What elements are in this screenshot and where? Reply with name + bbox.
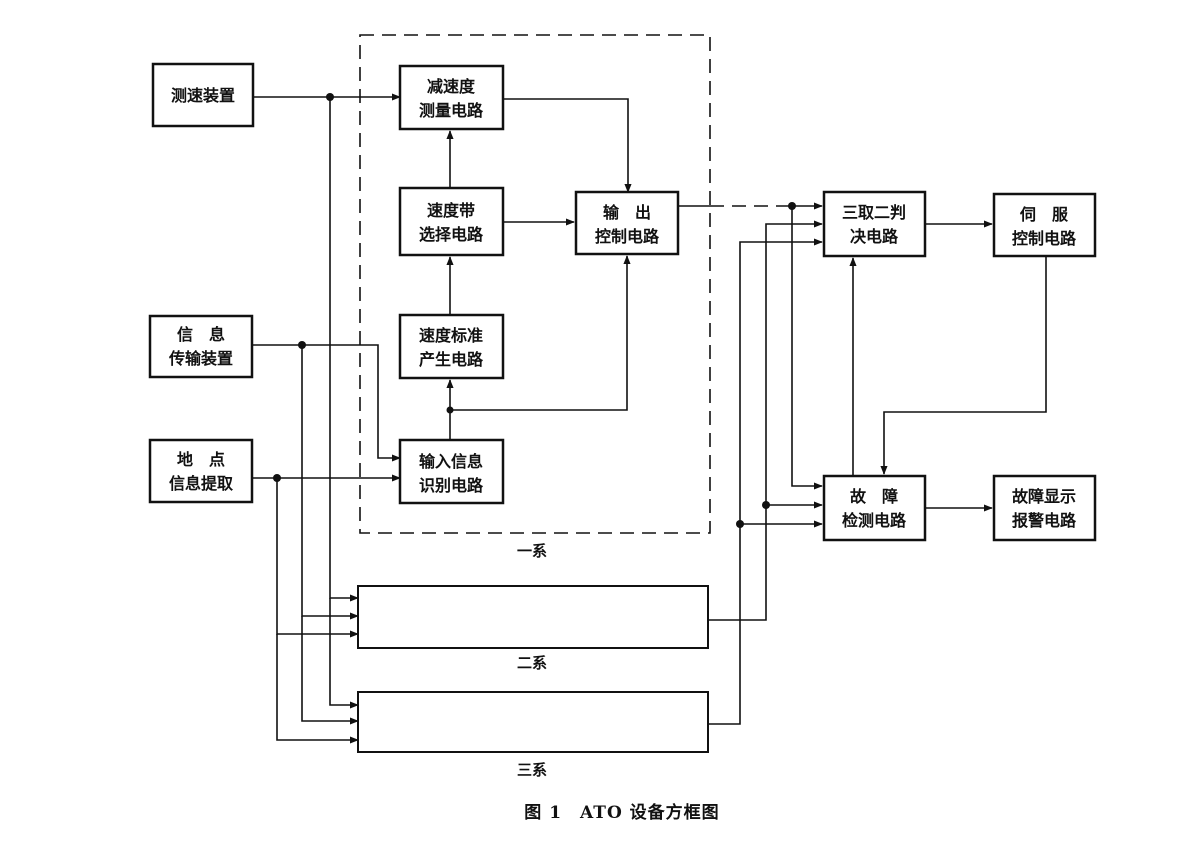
info-transmit-label-line2: 传输装置 xyxy=(168,349,233,368)
system3-caption: 三系 xyxy=(517,761,547,779)
block-info-transmit: 信 息 传输装置 xyxy=(148,314,254,379)
block-fault-alarm: 故障显示 报警电路 xyxy=(992,474,1097,542)
fault-alarm-label-line1: 故障显示 xyxy=(1012,487,1076,506)
speed-band-label-line2: 选择电路 xyxy=(419,225,484,244)
servo-control-label-line2: 控制电路 xyxy=(1012,229,1077,248)
speed-device-label: 测速装置 xyxy=(171,86,235,105)
location-extract-label-line1: 地 点 xyxy=(177,450,225,469)
servo-control-label-line1: 伺 服 xyxy=(1019,205,1069,224)
decel-measure-label-line1: 减速度 xyxy=(427,77,476,96)
block-speed-device: 测速装置 xyxy=(151,62,255,128)
output-control-label-line2: 控制电路 xyxy=(595,227,660,246)
vote-2of3-label-line1: 三取二判 xyxy=(842,203,906,222)
junction-dots xyxy=(273,93,796,528)
figure-caption: 图 1 ATO 设备方框图 xyxy=(524,802,719,823)
input-identify-label-line2: 识别电路 xyxy=(419,476,484,495)
block-output-control: 输 出 控制电路 xyxy=(574,190,680,256)
vote-2of3-label-line2: 决电路 xyxy=(850,227,899,246)
fault-detect-label-line2: 检测电路 xyxy=(842,511,907,530)
block-vote-2of3: 三取二判 决电路 xyxy=(822,190,927,258)
system1-boundary xyxy=(359,34,711,534)
block-speed-band: 速度带 选择电路 xyxy=(398,186,505,257)
block-input-identify: 输入信息 识别电路 xyxy=(398,438,505,505)
system2-block xyxy=(357,585,709,649)
input-identify-label-line1: 输入信息 xyxy=(419,452,483,471)
block-fault-detect: 故 障 检测电路 xyxy=(822,474,927,542)
system3-block xyxy=(357,691,709,753)
connection-lines xyxy=(253,93,1047,744)
decel-measure-label-line2: 测量电路 xyxy=(419,101,484,120)
block-servo-control: 伺 服 控制电路 xyxy=(992,192,1097,258)
output-control-label-line1: 输 出 xyxy=(603,203,651,222)
speed-standard-label-line1: 速度标准 xyxy=(419,326,483,345)
info-transmit-label-line1: 信 息 xyxy=(177,325,225,344)
fault-alarm-label-line2: 报警电路 xyxy=(1012,511,1077,530)
block-location-extract: 地 点 信息提取 xyxy=(148,438,254,504)
location-extract-label-line2: 信息提取 xyxy=(169,474,233,493)
speed-standard-label-line2: 产生电路 xyxy=(419,350,484,369)
system2-caption: 二系 xyxy=(517,654,547,672)
system1-caption: 一系 xyxy=(517,542,547,560)
speed-band-label-line1: 速度带 xyxy=(427,201,475,220)
block-decel-measure: 减速度 测量电路 xyxy=(398,64,505,131)
fault-detect-label-line1: 故 障 xyxy=(850,487,898,506)
block-speed-standard: 速度标准 产生电路 xyxy=(398,313,505,380)
